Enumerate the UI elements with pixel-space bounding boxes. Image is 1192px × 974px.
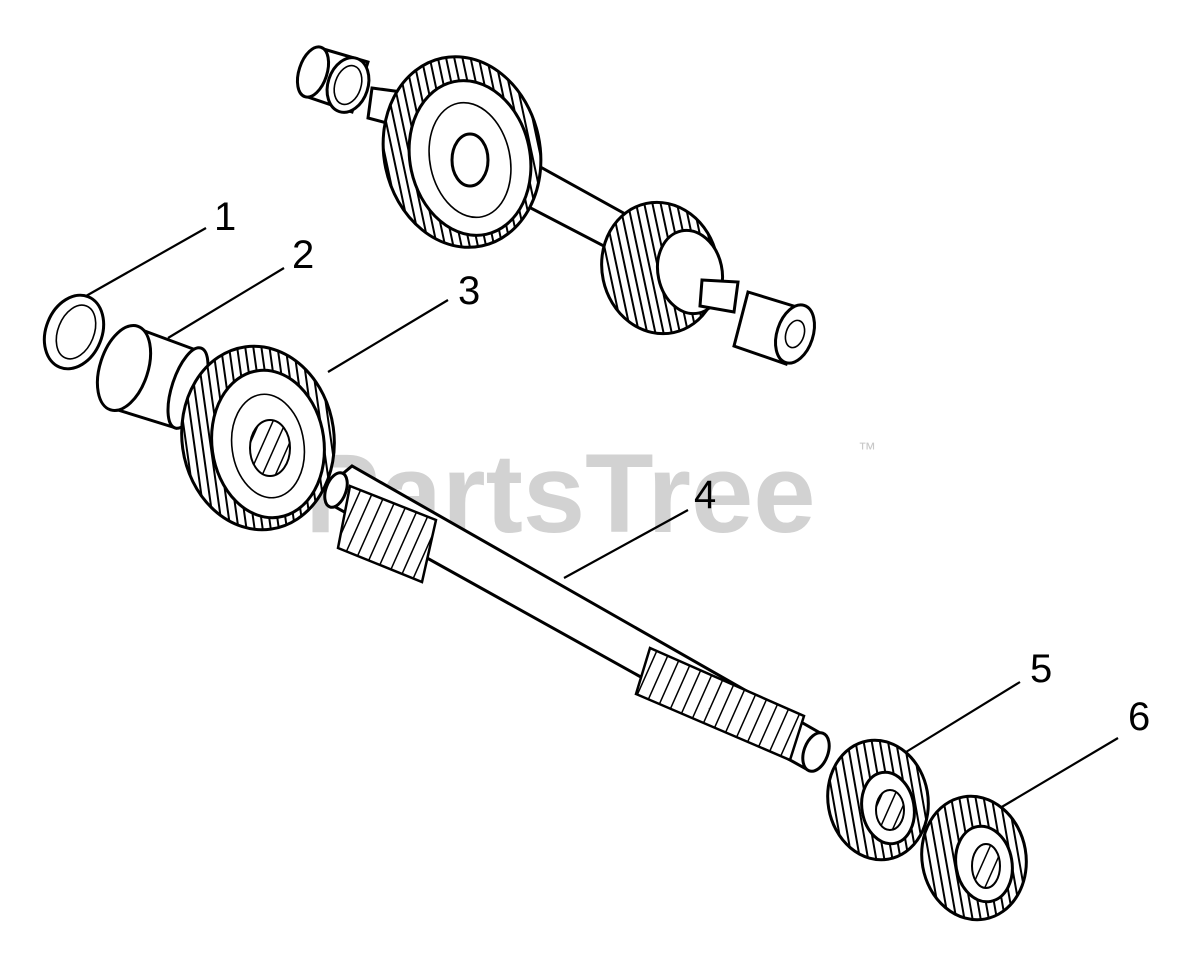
callout-5-label: 5 <box>1030 647 1052 691</box>
part-1-thrust-washer <box>42 293 106 371</box>
part-4-splined-shaft <box>323 464 831 773</box>
watermark-trademark: ™ <box>858 439 876 459</box>
callout-1-leader <box>85 227 207 297</box>
callout-6-leader <box>999 737 1119 809</box>
part-2-sleeve-bushing <box>95 324 210 430</box>
part-6-small-gear <box>920 794 1028 922</box>
part-5-small-gear <box>826 738 930 862</box>
callout-2-leader <box>167 267 285 339</box>
callout-6-label: 6 <box>1128 695 1150 739</box>
upper-countershaft-assembly <box>295 45 816 366</box>
callout-4-leader <box>563 509 689 579</box>
callout-5-leader <box>905 681 1021 753</box>
callout-4-label: 4 <box>694 473 716 517</box>
upper-right-bearing <box>732 290 816 366</box>
callout-1-label: 1 <box>214 195 236 239</box>
callout-3-label: 3 <box>458 269 480 313</box>
callout-2-label: 2 <box>292 233 314 277</box>
callout-3-leader <box>327 299 449 373</box>
upper-large-gear <box>381 55 543 249</box>
upper-left-bearing <box>295 45 371 114</box>
part-3-large-gear <box>180 344 336 532</box>
